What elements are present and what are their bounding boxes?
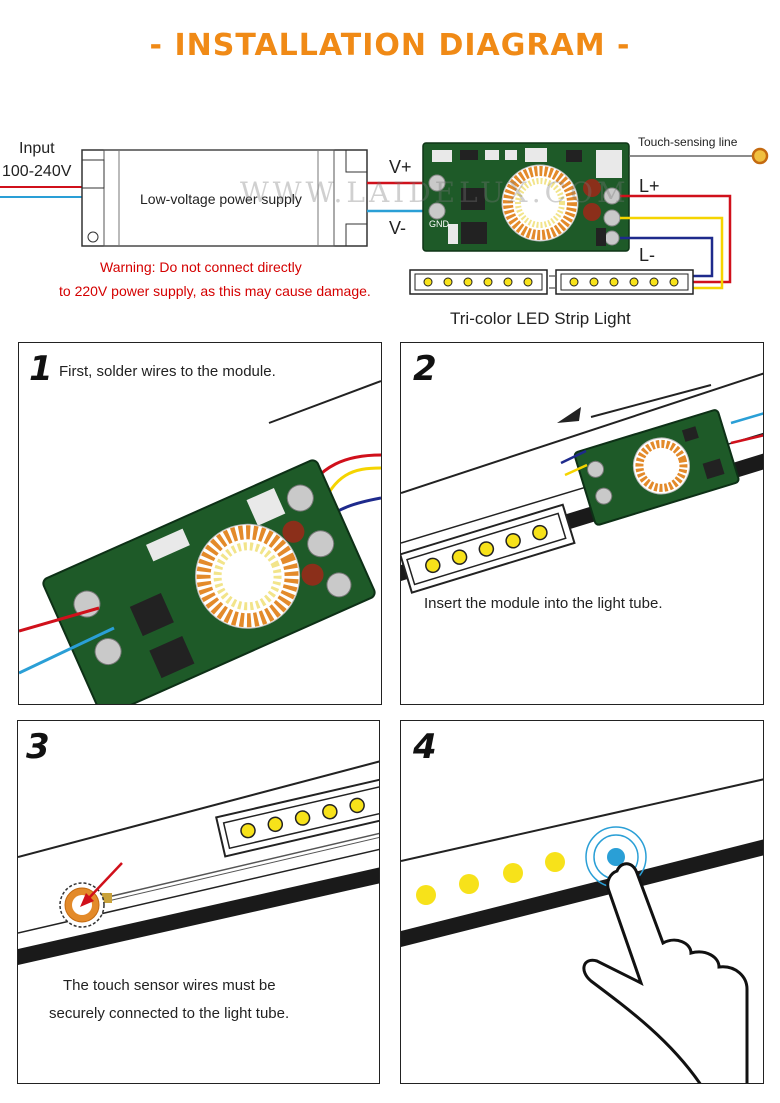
gnd-label: GND: [429, 219, 449, 229]
step-2-text: Insert the module into the light tube.: [424, 595, 663, 612]
step-3-panel: 3 The touch sensor wires must be securel…: [17, 720, 380, 1084]
touch-line-label: Touch-sensing line: [638, 135, 738, 149]
step-3-illustration: [18, 760, 379, 965]
psu-label: Low-voltage power supply: [140, 191, 302, 207]
step-3-text-line-1: The touch sensor wires must be: [63, 977, 276, 994]
step-3-text-line-2: securely connected to the light tube.: [49, 1005, 290, 1022]
warning-line-2: to 220V power supply, as this may cause …: [59, 283, 371, 299]
vminus-label: V-: [389, 218, 407, 238]
step-2-illustration: [401, 372, 763, 594]
step-4-panel: 4: [400, 720, 764, 1084]
vplus-label: V+: [389, 157, 412, 177]
step-1-illustration: [19, 380, 381, 704]
step-4-illustration: [401, 778, 763, 1083]
step-1-number: 1: [29, 349, 53, 389]
lminus-label: L-: [639, 245, 656, 265]
page-title: - INSTALLATION DIAGRAM -: [149, 28, 631, 63]
warning-line-1: Warning: Do not connect directly: [100, 259, 302, 275]
input-label: Input: [19, 140, 55, 157]
strip-label: Tri-color LED Strip Light: [450, 309, 631, 328]
step-2-panel: 2 Insert the module into the light tube.: [400, 342, 764, 705]
step-4-number: 4: [413, 727, 437, 767]
controller-module: [422, 142, 630, 252]
input-voltage-label: 100-240V: [2, 163, 72, 180]
step-1-text: First, solder wires to the module.: [59, 363, 276, 380]
led-strip: [409, 269, 694, 295]
step-2-number: 2: [413, 349, 437, 389]
lplus-label: L+: [639, 176, 660, 196]
wiring-diagram: [0, 142, 769, 295]
power-supply: [81, 149, 368, 247]
step-3-number: 3: [26, 727, 50, 767]
watermark: WWW.LAIDELUX.COM: [240, 176, 630, 209]
step-1-panel: 1 First, solder wires to the module.: [18, 342, 382, 705]
